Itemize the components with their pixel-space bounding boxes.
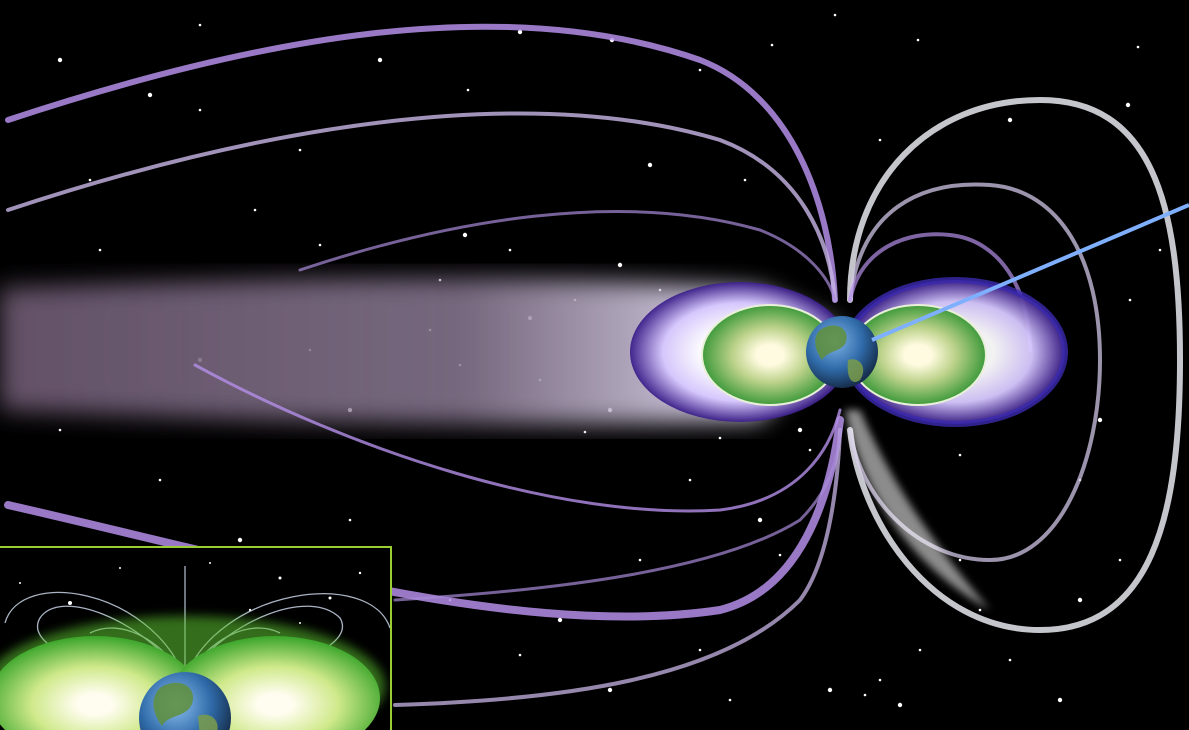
star	[958, 453, 962, 457]
star	[770, 43, 774, 47]
inset-radiation-belt-panel	[0, 546, 392, 730]
star	[778, 553, 782, 557]
star	[897, 702, 903, 708]
star	[647, 162, 653, 168]
star	[237, 537, 243, 543]
star	[98, 248, 102, 252]
inner-radiation-belt	[701, 304, 987, 406]
star	[728, 698, 732, 702]
star	[517, 29, 523, 35]
star	[808, 448, 812, 452]
star	[918, 648, 922, 652]
star	[833, 13, 837, 17]
star	[958, 558, 962, 562]
star	[718, 436, 722, 440]
magnetotail	[0, 278, 840, 425]
field-lines	[4, 23, 1184, 707]
earth-globe	[806, 316, 878, 388]
star	[638, 558, 642, 562]
star	[557, 617, 563, 623]
star	[607, 687, 613, 693]
star	[158, 478, 162, 482]
star	[508, 248, 512, 252]
star	[863, 693, 867, 697]
star	[1007, 117, 1013, 123]
inset-stars	[19, 562, 362, 624]
star	[58, 428, 62, 432]
star	[1008, 658, 1012, 662]
inset-earth-globe	[139, 672, 231, 730]
star	[757, 517, 763, 523]
star	[348, 518, 352, 522]
star	[878, 138, 882, 142]
star	[698, 68, 702, 72]
star	[698, 648, 702, 652]
star	[743, 178, 747, 182]
star	[978, 608, 982, 612]
star	[253, 208, 257, 212]
star	[298, 148, 302, 152]
star	[1057, 697, 1063, 703]
star	[827, 687, 833, 693]
star	[88, 178, 92, 182]
star	[1158, 248, 1162, 252]
star	[583, 430, 587, 434]
star	[318, 243, 322, 247]
star	[1136, 45, 1140, 49]
star	[1077, 597, 1083, 603]
star	[688, 478, 692, 482]
star	[797, 427, 803, 433]
star	[916, 38, 920, 42]
star	[617, 262, 623, 268]
star	[462, 232, 468, 238]
star	[1118, 558, 1122, 562]
star	[198, 108, 202, 112]
star	[198, 23, 202, 27]
star	[518, 653, 522, 657]
star	[878, 678, 882, 682]
star	[147, 92, 153, 98]
star	[377, 57, 383, 63]
star	[466, 88, 470, 92]
star	[1128, 298, 1132, 302]
plasma-plume	[845, 410, 990, 610]
star	[1125, 102, 1131, 108]
star	[57, 57, 63, 63]
pointer-line	[871, 203, 1189, 342]
star	[1097, 417, 1103, 423]
